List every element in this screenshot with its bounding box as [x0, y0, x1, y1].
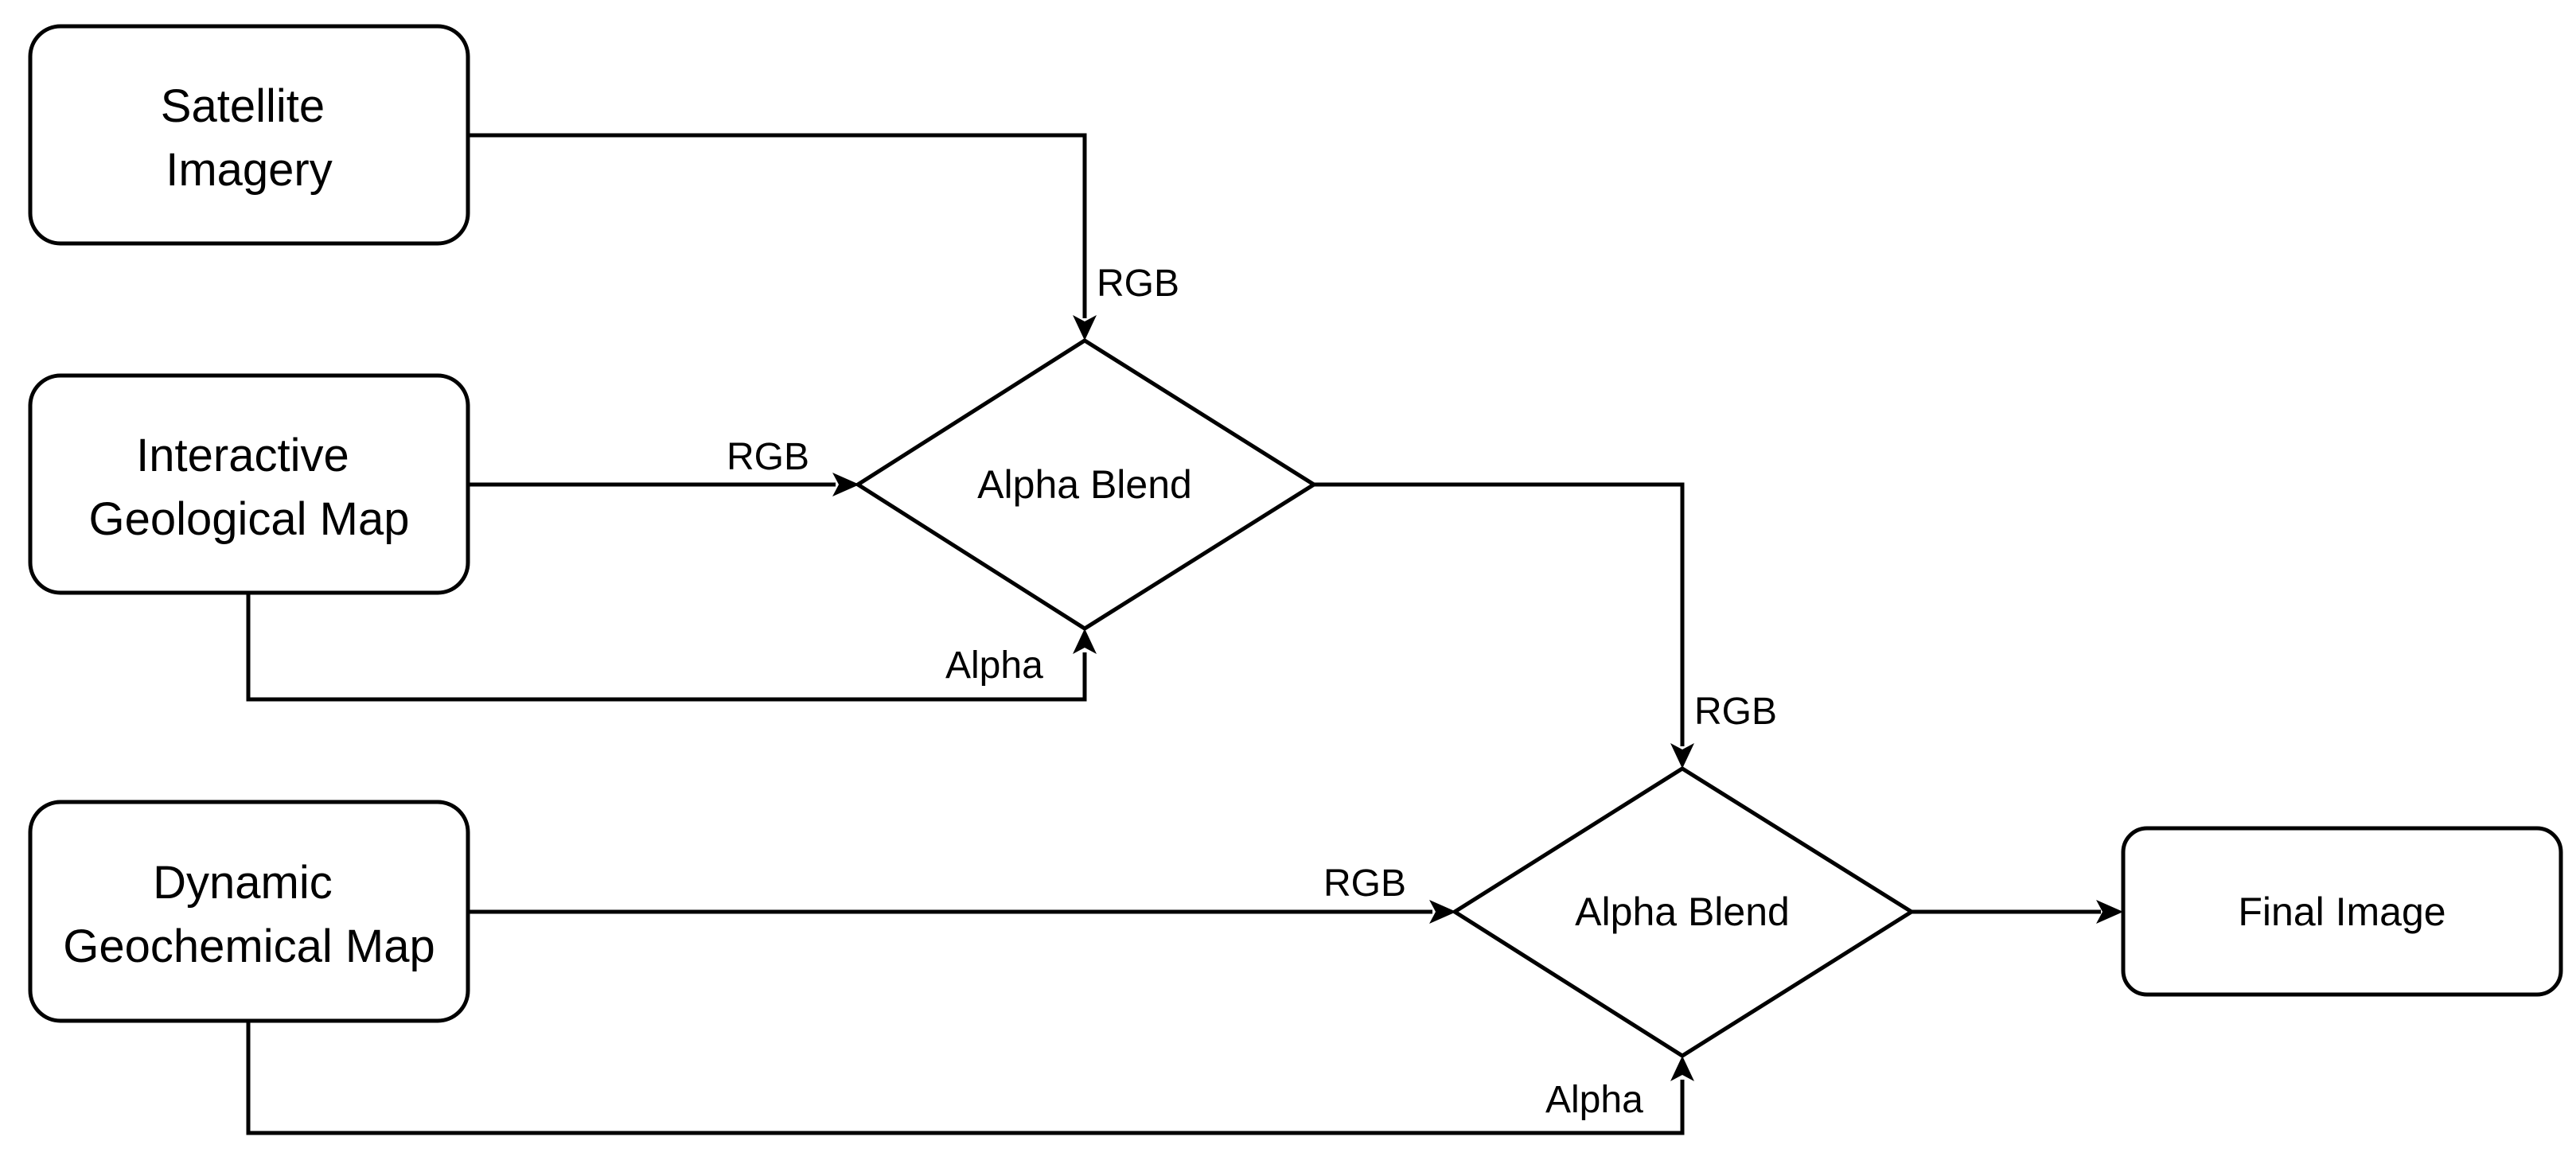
node-satellite-imagery[interactable]: Satellite Imagery — [28, 24, 470, 246]
arrow-head-icon — [2096, 900, 2123, 924]
arrow-head-icon — [832, 473, 859, 496]
node-label: Final Image — [2238, 890, 2445, 934]
edge-geochemical-rgb-to-blend2: RGB — [468, 862, 1456, 924]
arrow-head-icon — [1429, 900, 1456, 924]
node-label: Satellite Imagery — [161, 80, 337, 196]
edge-label-geochemical-alpha: Alpha — [1545, 1079, 1643, 1121]
node-alpha-blend-1[interactable]: Alpha Blend — [854, 338, 1318, 631]
arrow-head-icon — [1670, 1056, 1694, 1081]
arrow-head-icon — [1073, 629, 1097, 654]
node-label: Alpha Blend — [977, 462, 1192, 507]
node-interactive-geological-map[interactable]: Interactive Geological Map — [28, 373, 470, 595]
node-label: Interactive Geological Map — [89, 430, 410, 545]
edge-label-satellite-rgb: RGB — [1097, 263, 1179, 305]
edge-label-geological-rgb: RGB — [727, 436, 809, 478]
edge-geological-alpha-to-blend1: Alpha — [246, 593, 1097, 702]
edge-label-geological-alpha: Alpha — [945, 644, 1043, 687]
edge-label-geochemical-rgb: RGB — [1323, 862, 1406, 905]
edge-satellite-to-blend1: RGB — [468, 133, 1179, 341]
edge-geochemical-alpha-to-blend2: Alpha — [246, 1021, 1694, 1135]
arrow-head-icon — [1670, 743, 1694, 769]
node-label: Dynamic Geochemical Map — [63, 857, 435, 972]
arrow-head-icon — [1073, 315, 1097, 341]
edge-label-blend1-rgb: RGB — [1694, 691, 1777, 733]
node-final-image[interactable]: Final Image — [2121, 826, 2563, 997]
edge-blend2-to-final — [1912, 900, 2123, 924]
node-dynamic-geochemical-map[interactable]: Dynamic Geochemical Map — [28, 800, 470, 1023]
edge-blend1-to-blend2: RGB — [1314, 482, 1777, 769]
node-alpha-blend-2[interactable]: Alpha Blend — [1451, 766, 1915, 1058]
edge-geological-rgb-to-blend1: RGB — [468, 436, 859, 496]
node-label: Alpha Blend — [1575, 890, 1790, 934]
